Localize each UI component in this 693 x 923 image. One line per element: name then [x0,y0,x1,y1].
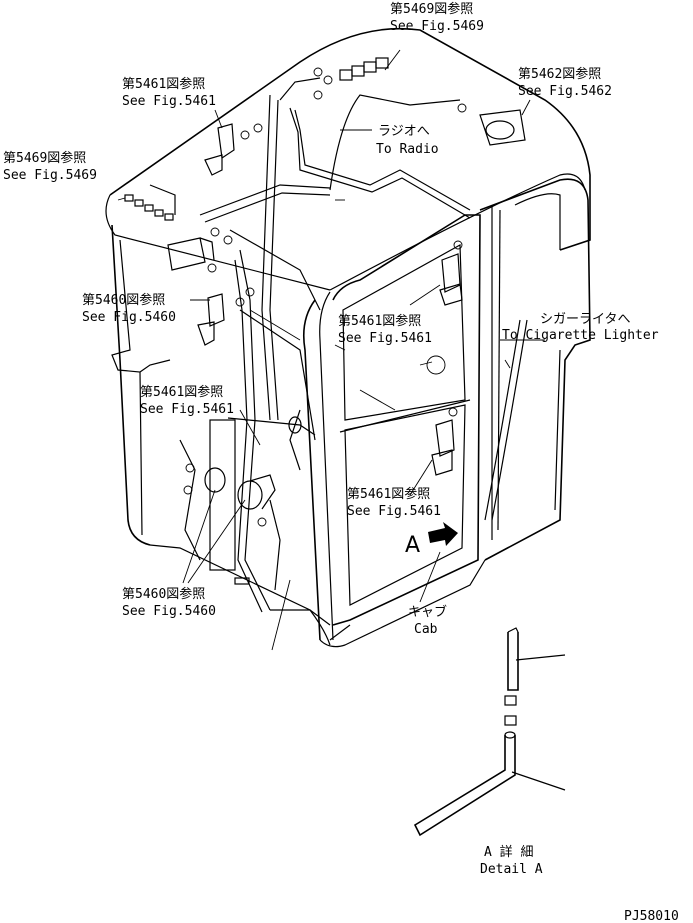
leader-lines [117,49,545,651]
label-fig5460-mid-en: See Fig.5460 [82,310,176,325]
label-cigarette-jp: シガーライタへ [540,312,630,327]
detail-a-drawing [413,627,566,837]
left-connector-bank [124,184,176,221]
labels: 第5469図参照 See Fig.5469 第5461図参照 See Fig.5… [3,1,679,923]
view-arrow [428,522,458,546]
door-frame [332,214,481,626]
left-speaker-units [183,416,316,585]
label-fig5461-door-jp: 第5461図参照 [338,313,421,329]
cab-right-wall [479,178,591,561]
relay-box [167,227,233,273]
view-arrow-a [428,522,458,546]
top-connector-bank [313,57,389,100]
label-fig5461-top-jp: 第5461図参照 [122,76,205,92]
label-radio-en: To Radio [376,142,439,157]
label-fig5460-low-jp: 第5460図参照 [122,586,205,602]
cab-roof-outline [109,27,591,251]
top-switch [204,123,263,176]
label-fig5461-door-low-jp: 第5461図参照 [347,486,430,502]
label-fig5461-top-en: See Fig.5461 [122,94,216,109]
drawing-number: PJ58010 [624,909,679,923]
cab-left-wall [111,224,151,546]
label-fig5461-door-en: See Fig.5461 [338,331,432,346]
label-cab-jp: キャブ [408,604,447,620]
mid-left-switch [197,287,255,346]
label-fig5462-jp: 第5462図参照 [518,66,601,82]
label-cab-en: Cab [414,622,438,637]
view-marker-a: A [405,533,420,558]
dome-lamp [457,103,526,146]
door-upper-switch [426,240,463,375]
label-detail-en: Detail A [480,862,543,877]
label-radio-jp: ラジオへ [378,124,430,139]
label-fig5461-door-low-en: See Fig.5461 [347,504,441,519]
label-fig5469-top-jp: 第5469図参照 [390,1,473,17]
label-fig5461-left-en: See Fig.5461 [140,402,234,417]
label-cigarette-en: To Cigarette Lighter [502,328,659,343]
front-pillar [302,299,321,641]
label-fig5469-left-jp: 第5469図参照 [3,150,86,166]
label-detail-jp: A 詳 細 [484,844,533,860]
label-fig5460-mid-jp: 第5460図参照 [82,292,165,308]
components [124,57,526,585]
door-lower-switch [431,407,458,476]
wiring-harness [179,77,528,626]
label-fig5461-left-jp: 第5461図参照 [140,384,223,400]
label-fig5469-left-en: See Fig.5469 [3,168,97,183]
label-fig5469-top-en: See Fig.5469 [390,19,484,34]
label-fig5462-en: See Fig.5462 [518,84,612,99]
label-fig5460-low-en: See Fig.5460 [122,604,216,619]
